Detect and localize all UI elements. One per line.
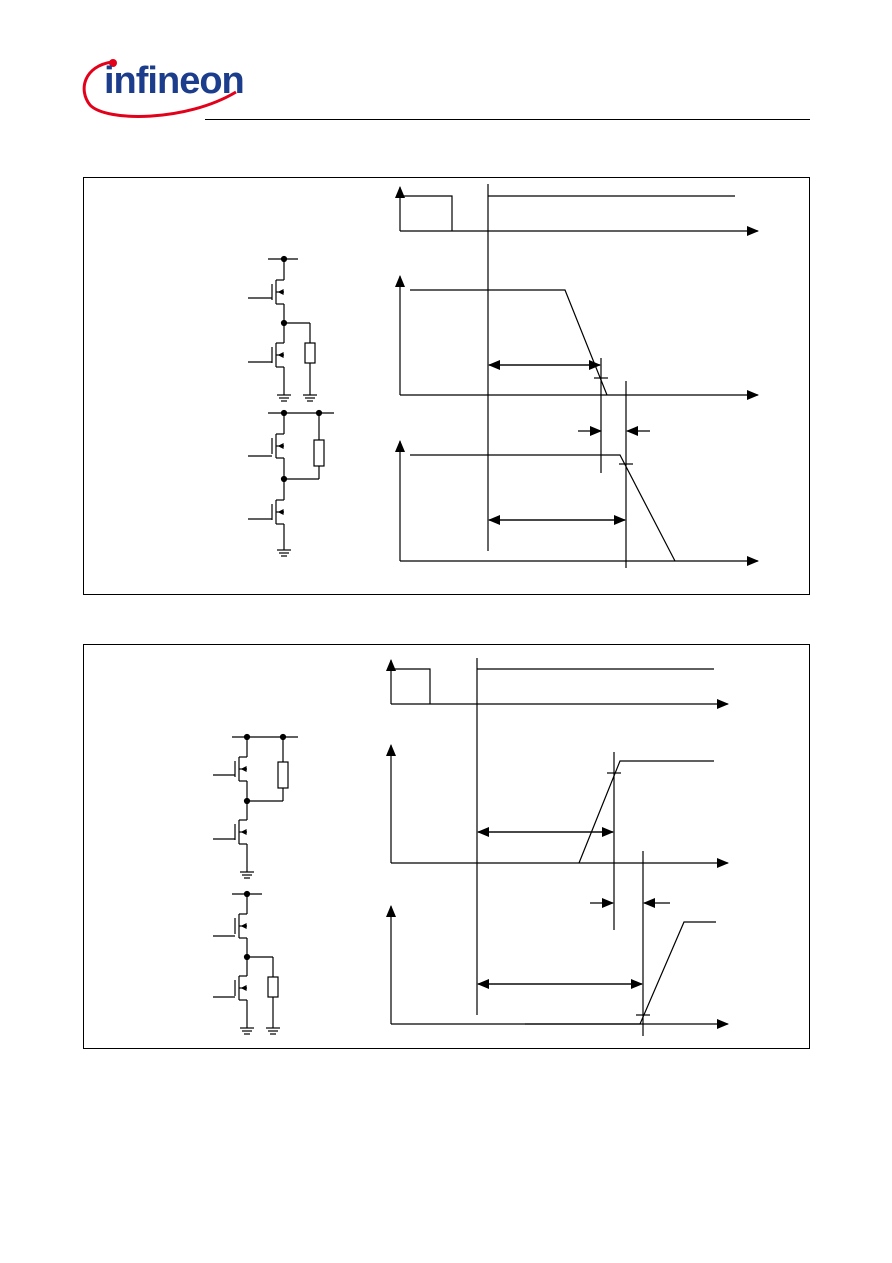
waveform-output-a-2 xyxy=(386,744,729,930)
circuit-highside-1 xyxy=(248,409,334,557)
waveform-output-b-1 xyxy=(395,440,759,566)
waveform-output-a-1 xyxy=(395,275,759,473)
infineon-logo: infineon xyxy=(76,50,246,122)
delay-between-outputs-1 xyxy=(578,381,650,568)
circuit-lowside-2 xyxy=(213,890,280,1035)
circuit-highside-2 xyxy=(213,733,298,879)
logo-text: infineon xyxy=(104,60,245,102)
waveform-output-b-2 xyxy=(386,905,729,1029)
waveform-input-1 xyxy=(395,186,759,236)
delay-between-outputs-2 xyxy=(590,851,670,1036)
figure-frame-on xyxy=(83,644,810,1049)
figure-frame-off xyxy=(83,177,810,595)
circuit-lowside-1 xyxy=(248,255,317,402)
header-rule xyxy=(205,119,810,120)
waveform-input-2 xyxy=(386,659,729,709)
logo-swoosh-icon xyxy=(82,59,237,118)
